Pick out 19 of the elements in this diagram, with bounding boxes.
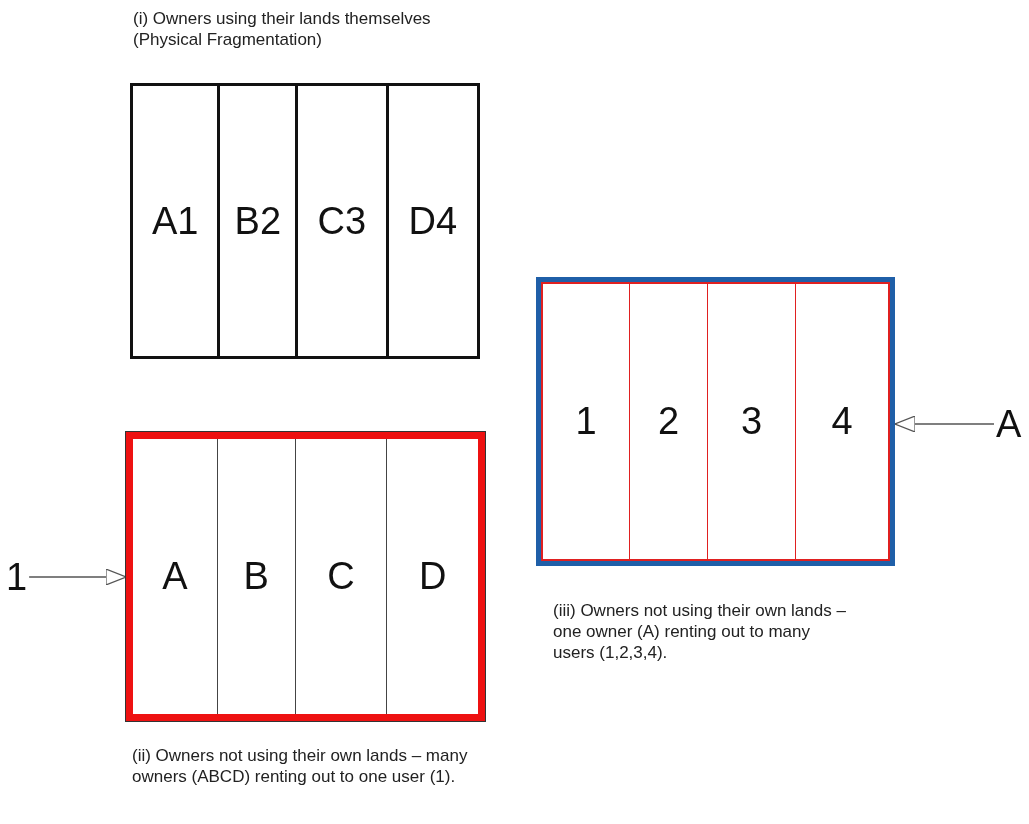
land-parcel: A1 xyxy=(133,86,218,356)
user-number: 1 xyxy=(6,555,28,599)
land-parcel: 1 xyxy=(543,284,629,559)
land-parcel: C3 xyxy=(295,86,386,356)
owner-letter: A xyxy=(996,402,1022,446)
land-parcel: 2 xyxy=(629,284,708,559)
land-parcel: C xyxy=(294,439,387,714)
land-parcel: 3 xyxy=(707,284,796,559)
land-parcel: D xyxy=(386,439,478,714)
land-parcel: 4 xyxy=(795,284,888,559)
land-parcel: B xyxy=(216,439,295,714)
node-label: (i) Owners using their lands themselves (Physical Fragmentation) xyxy=(133,8,432,50)
node-label: (iii) Owners not using their own lands – one owner (A) renting out to many users (1,2,3,4). xyxy=(553,600,847,663)
node-label: (ii) Owners not using their own lands – many owners (ABCD) renting out to one user (1). xyxy=(132,745,469,787)
land-parcel: D4 xyxy=(385,86,477,356)
arrow xyxy=(28,568,127,586)
land-parcel: A xyxy=(133,439,217,714)
arrow xyxy=(894,415,995,433)
land-parcel: B2 xyxy=(217,86,296,356)
